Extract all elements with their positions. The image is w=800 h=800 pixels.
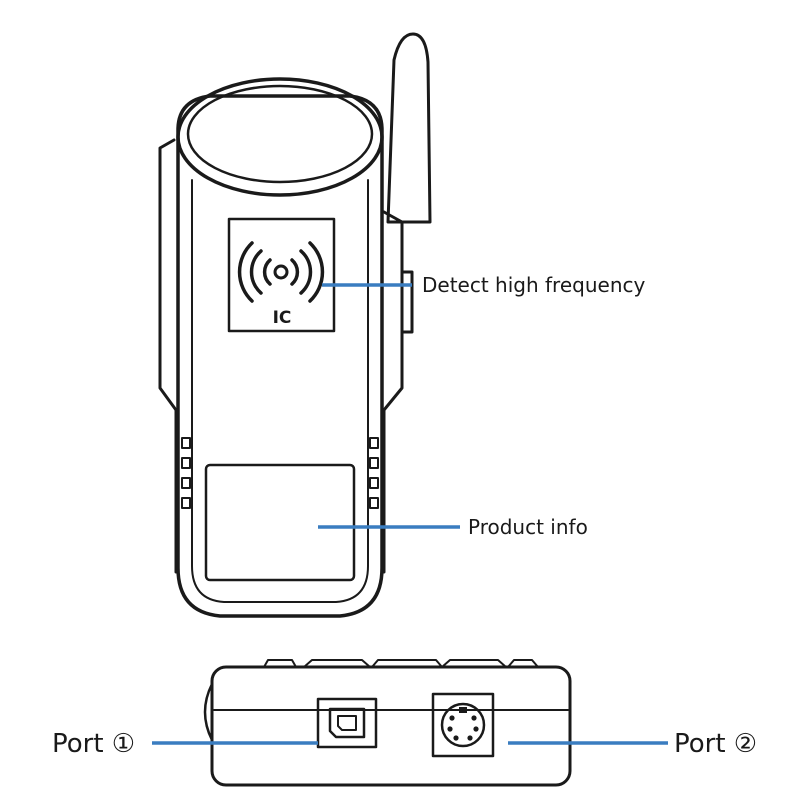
- grip-ribs-left: [181, 437, 191, 509]
- antenna: [386, 32, 432, 224]
- callout-label-high-frequency: Detect high frequency: [422, 273, 645, 297]
- device-body: [176, 94, 384, 618]
- bottom-body: [210, 665, 572, 787]
- device-body-inner: [191, 179, 369, 603]
- grip-ribs-right: [369, 437, 379, 509]
- callout-label-port1: Port ①: [52, 729, 135, 759]
- callout-lines: [152, 283, 668, 745]
- bottom-top-bump-4: [441, 659, 507, 668]
- usb-b-port-icon: [316, 697, 378, 749]
- ic-chip-label: IC: [273, 308, 292, 328]
- bottom-top-bump-1: [263, 659, 297, 668]
- device-bottom-view: [203, 659, 572, 787]
- left-side-rail: [158, 138, 178, 574]
- product-info-panel: [204, 463, 356, 582]
- right-side-rail: [382, 210, 404, 574]
- rfid-signal-icon: [237, 241, 325, 303]
- callout-label-port2: Port ②: [674, 729, 757, 759]
- scanner-ring-outer: [176, 77, 384, 197]
- device-front-view: IC: [158, 32, 432, 618]
- bottom-top-bump-5: [507, 659, 539, 668]
- side-button: [400, 270, 414, 334]
- bottom-top-bump-3: [371, 659, 443, 668]
- ic-chip-panel: [227, 217, 336, 333]
- bottom-left-bump: [203, 682, 214, 742]
- callout-label-product-info: Product info: [468, 515, 588, 539]
- bottom-top-bump-2: [303, 659, 371, 668]
- scanner-ring-inner: [186, 84, 374, 184]
- mini-din-port-icon: [431, 692, 495, 758]
